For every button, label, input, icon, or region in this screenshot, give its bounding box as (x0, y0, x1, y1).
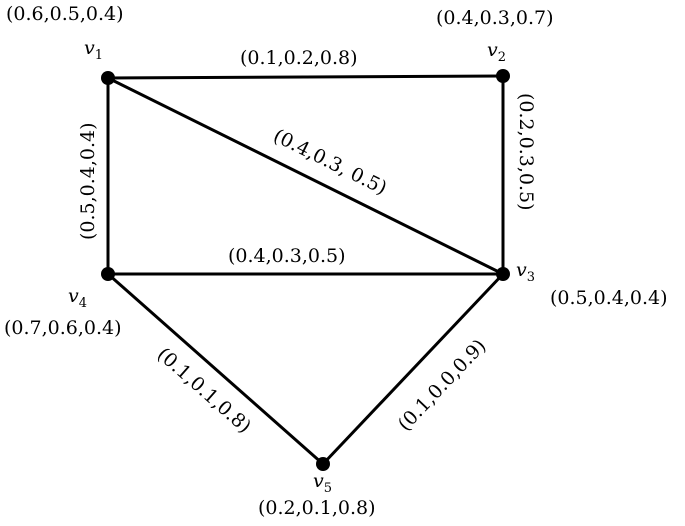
edge-v1-v4-value: (0.5,0.4,0.4) (77, 122, 99, 240)
vertex-v3 (496, 267, 510, 281)
vertex-v1-value: (0.6,0.5,0.4) (6, 3, 124, 25)
vertex-v4 (101, 267, 115, 281)
edge-v1-v3 (107, 76, 504, 276)
edge-v1-v2 (107, 74, 504, 80)
vertex-v5-value: (0.2,0.1,0.8) (258, 497, 376, 519)
edge-v5-v3-value: (0.1,0.0,0.9) (394, 335, 491, 435)
edge-v4-v5 (107, 272, 324, 466)
edge-v4-v3-value: (0.4,0.3,0.5) (228, 245, 346, 267)
edge-v5-v3 (321, 272, 505, 466)
vertex-v4-value: (0.7,0.6,0.4) (4, 317, 122, 339)
vertex-v2-name: v2 (487, 39, 506, 65)
vertex-v5 (316, 457, 330, 471)
vertex-v2 (496, 69, 510, 83)
vertex-v2-value: (0.4,0.3,0.7) (436, 7, 554, 29)
vertex-v5-name: v5 (313, 470, 332, 496)
edge-v1-v2-value: (0.1,0.2,0.8) (240, 47, 358, 69)
vertex-v3-name: v3 (516, 259, 535, 285)
vertex-v3-value: (0.5,0.4,0.4) (550, 287, 668, 309)
vertex-v1 (101, 71, 115, 85)
vertex-v1-name: v1 (84, 37, 103, 63)
edge-v2-v3-value: (0.2,0.3,0.5) (515, 93, 537, 211)
vertex-v4-name: v4 (68, 285, 87, 311)
